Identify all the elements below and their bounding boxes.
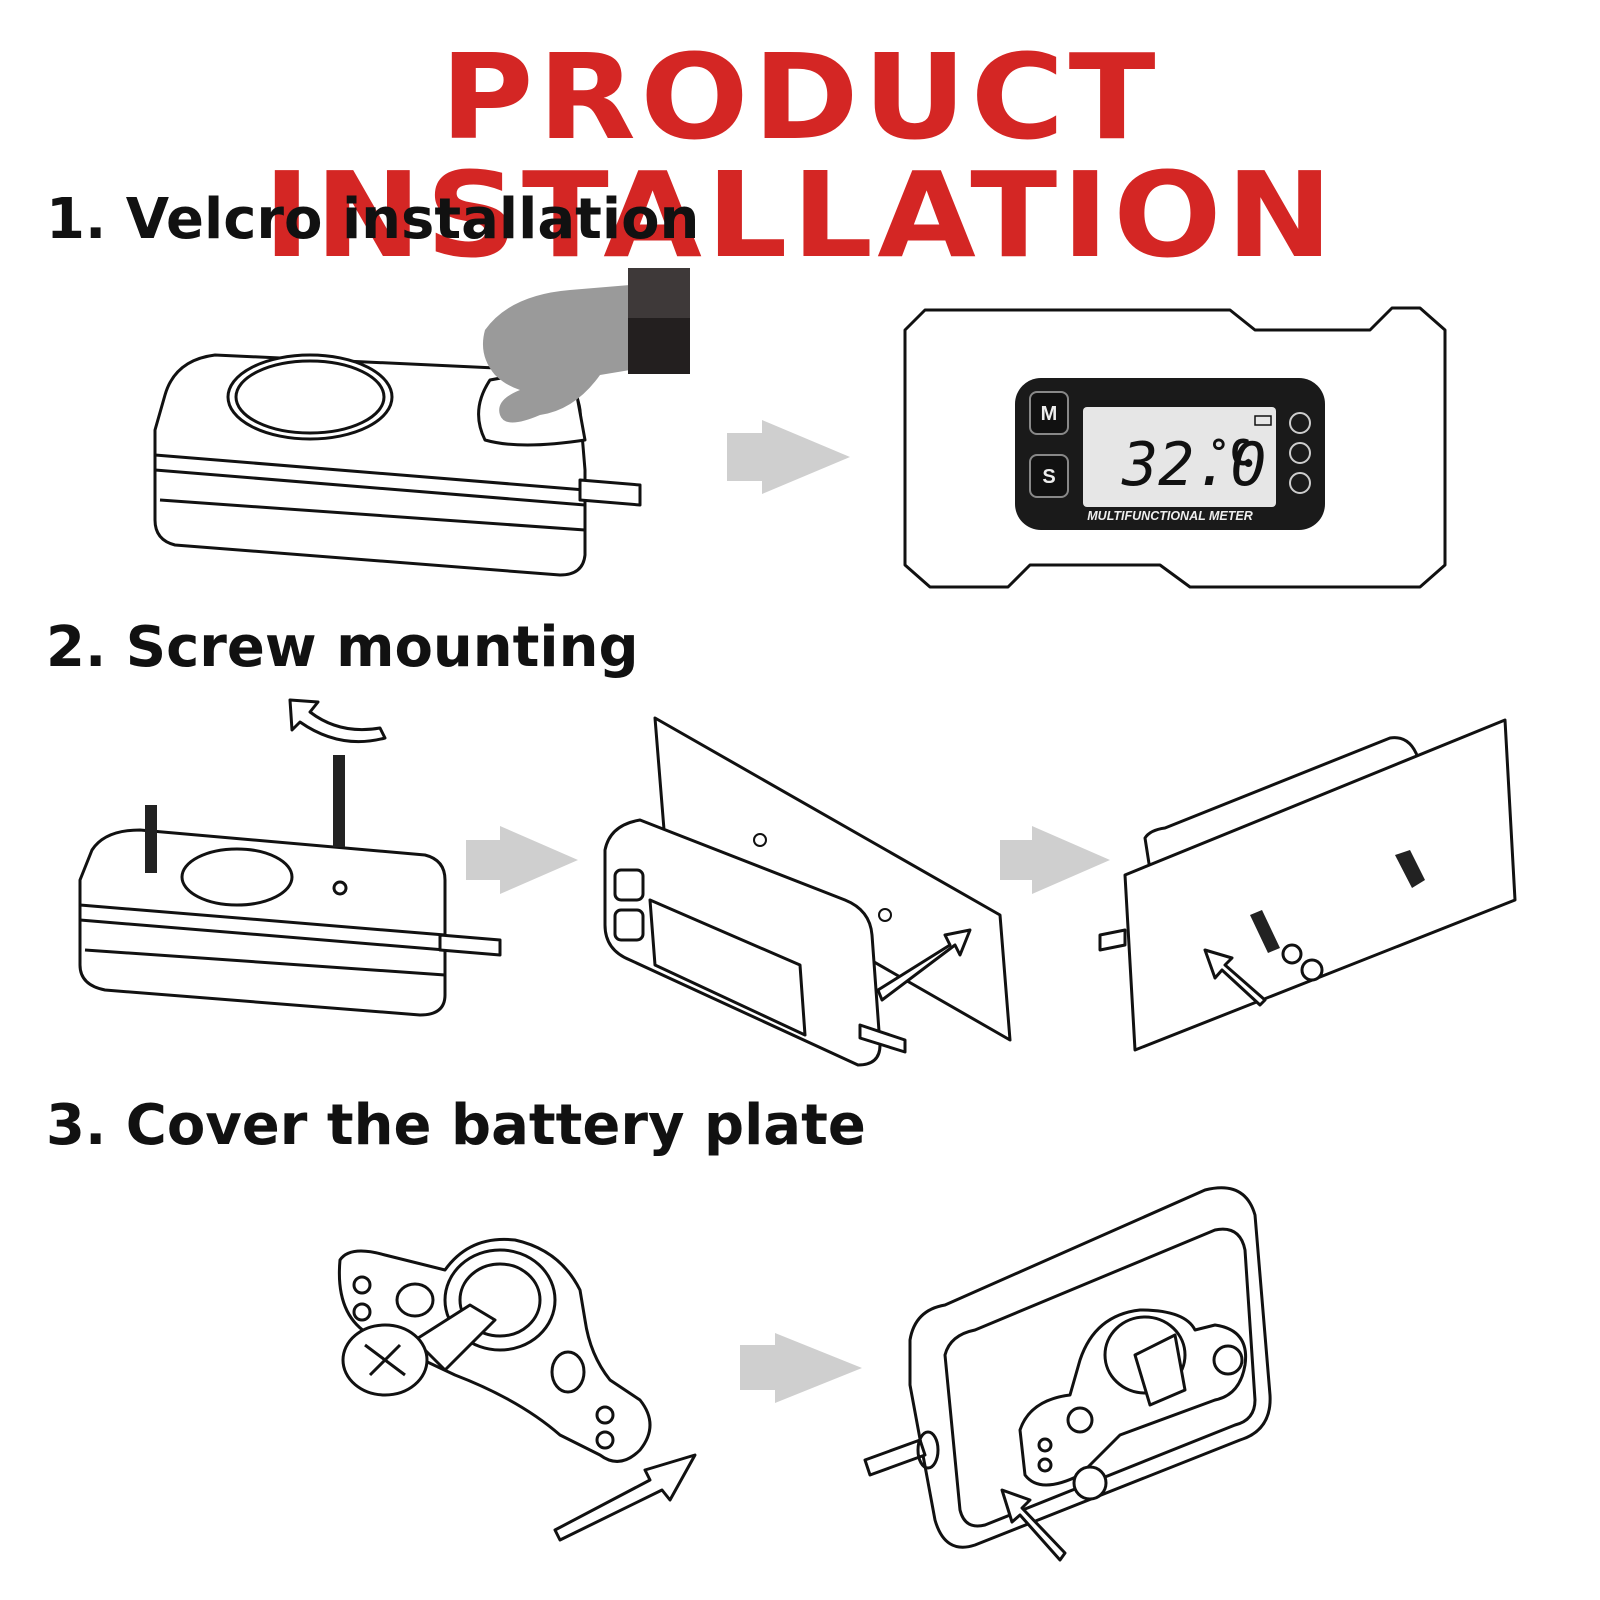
set-button <box>1029 454 1069 498</box>
step-3-arrow-icon <box>740 1333 862 1403</box>
step-2-mount-panel-illustration <box>603 716 1012 1067</box>
step-3-assembled-back-illustration <box>863 1186 1272 1562</box>
step-2-arrow-2-icon <box>1000 826 1110 894</box>
step-1-arrow-icon <box>727 420 850 494</box>
step-1-meter-back-illustration <box>153 268 690 577</box>
meter-unit: °C <box>1208 433 1251 474</box>
nut-icon <box>1300 958 1324 982</box>
hand-icon <box>482 285 630 423</box>
step-2-arrow-1-icon <box>466 826 578 894</box>
washer-icon <box>1281 943 1303 965</box>
page-title: PRODUCT INSTALLATION <box>263 28 1337 284</box>
screw-icon <box>333 755 345 847</box>
step-1-meter-front-illustration: 32.0 °C MULTIFUNCTIONAL METER M S <box>903 306 1447 589</box>
step-3-battery-plate-illustration <box>337 1237 697 1542</box>
bolt-icon <box>1395 850 1425 888</box>
mode-button <box>1029 391 1069 435</box>
step-3-heading: 3. Cover the battery plate <box>46 1093 866 1158</box>
meter-lcd-screen <box>1083 407 1276 507</box>
step-1-heading: 1. Velcro installation <box>46 187 700 252</box>
thermometer-icon <box>1289 472 1311 494</box>
svg-text:M: M <box>1041 403 1058 425</box>
screw-icon <box>145 805 157 873</box>
hour-icon <box>1289 412 1311 434</box>
phillips-screw-icon <box>1072 1465 1108 1501</box>
battery-icon <box>1254 415 1272 426</box>
meter-caption: MULTIFUNCTIONAL METER <box>1087 509 1253 523</box>
step-2-mounted-back-illustration <box>1098 718 1517 1052</box>
meter-reading: 32.0 <box>1121 430 1267 500</box>
svg-text:S: S <box>1042 466 1055 488</box>
gauge-icon <box>1289 442 1311 464</box>
step-2-heading: 2. Screw mounting <box>46 615 639 680</box>
step-2-meter-with-screws-illustration <box>78 698 502 1017</box>
phillips-screw-icon <box>1212 1344 1244 1376</box>
bolt-icon <box>1250 910 1280 953</box>
rotate-arrow-icon <box>288 698 387 744</box>
